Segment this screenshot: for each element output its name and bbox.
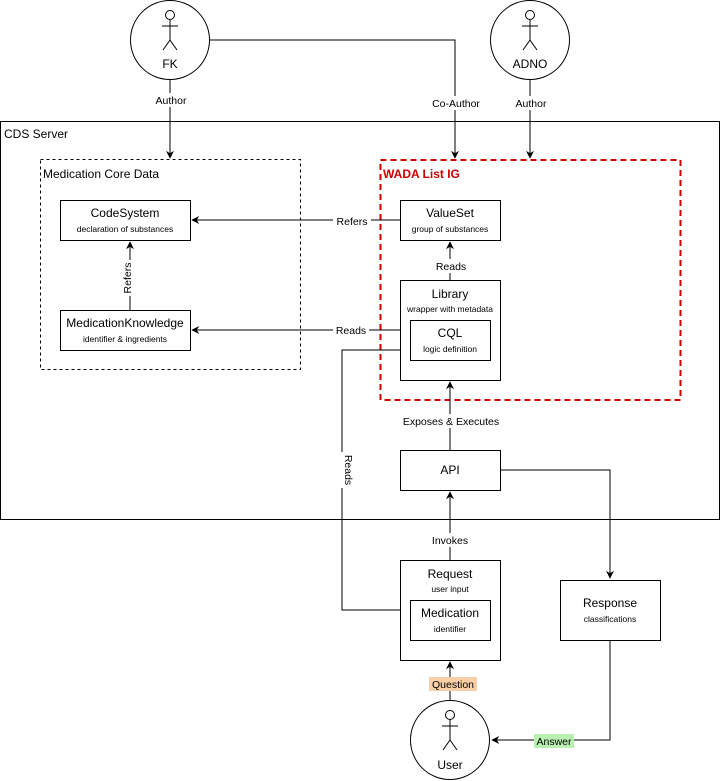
node-medicationknowledge: MedicationKnowledge identifier & ingredi…: [60, 310, 191, 351]
codesystem-title: CodeSystem: [91, 206, 160, 220]
response-subtitle: classifications: [584, 614, 636, 624]
cql-subtitle: logic definition: [423, 344, 477, 354]
wada-list-ig-container: WADA List IG: [379, 159, 682, 401]
person-icon: [522, 10, 538, 51]
edge-label-refers-medknowledge: Refers: [119, 260, 135, 296]
svg-text:Refers: Refers: [337, 216, 368, 228]
edge-label-co-author: Co-Author: [428, 96, 484, 110]
node-valueset: ValueSet group of substances: [400, 200, 501, 241]
edge-co-author: [210, 39, 459, 159]
node-api: API: [400, 450, 501, 491]
library-subtitle: wrapper with metadata: [406, 304, 493, 314]
cql-title: CQL: [438, 326, 463, 340]
svg-text:Refers: Refers: [122, 263, 134, 294]
response-title: Response: [583, 596, 637, 610]
svg-text:Reads: Reads: [336, 325, 366, 337]
cds-server-label: CDS Server: [4, 127, 68, 141]
svg-text:Author: Author: [156, 95, 187, 107]
svg-text:Co-Author: Co-Author: [432, 98, 480, 110]
wada-list-ig-label: WADA List IG: [383, 167, 460, 181]
request-title: Request: [428, 567, 473, 581]
svg-text:Reads: Reads: [436, 261, 466, 273]
actor-user: User: [410, 700, 490, 780]
edge-label-reads-medication: Reads: [334, 452, 354, 488]
edge-label-exposes: Exposes & Executes: [398, 414, 504, 428]
cds-server-container: CDS Server: [0, 121, 720, 520]
api-title: API: [440, 463, 459, 477]
medication-core-data-label: Medication Core Data: [43, 167, 159, 181]
medicationknowledge-title: MedicationKnowledge: [66, 316, 184, 330]
codesystem-subtitle: declaration of substances: [77, 224, 173, 234]
actor-adno: ADNO: [490, 0, 570, 80]
actor-fk: FK: [130, 0, 210, 80]
person-icon: [442, 710, 458, 751]
actor-fk-label: FK: [162, 57, 177, 71]
edge-label-author-fk: Author: [150, 93, 192, 107]
actor-adno-label: ADNO: [513, 57, 548, 71]
medicationknowledge-subtitle: identifier & ingredients: [83, 334, 167, 344]
svg-text:Reads: Reads: [342, 455, 354, 485]
library-title: Library: [432, 287, 469, 301]
node-cql: CQL logic definition: [410, 320, 491, 361]
person-icon: [162, 10, 178, 51]
medication-title: Medication: [421, 606, 479, 620]
medication-subtitle: identifier: [434, 624, 466, 634]
medication-core-data-container: Medication Core Data: [40, 159, 301, 370]
edge-label-refers-valueset: Refers: [333, 214, 371, 228]
node-response: Response classifications: [560, 580, 661, 641]
edge-label-reads-library: Reads: [433, 259, 469, 273]
node-codesystem: CodeSystem declaration of substances: [60, 200, 191, 241]
edge-api-response: [500, 469, 614, 579]
edge-label-invokes: Invokes: [428, 533, 472, 547]
valueset-title: ValueSet: [426, 206, 474, 220]
edge-label-question: Question: [429, 677, 477, 691]
valueset-subtitle: group of substances: [412, 224, 489, 234]
svg-text:Question: Question: [432, 679, 474, 691]
svg-text:Author: Author: [516, 98, 547, 110]
edge-label-answer: Answer: [534, 734, 574, 748]
actor-user-label: User: [437, 758, 462, 772]
svg-text:Answer: Answer: [536, 736, 572, 748]
request-subtitle: user input: [431, 584, 469, 594]
edge-answer: [491, 640, 611, 744]
edge-label-author-adno: Author: [510, 96, 552, 110]
svg-text:Exposes & Executes: Exposes & Executes: [403, 416, 499, 428]
svg-text:Invokes: Invokes: [432, 535, 468, 547]
edge-label-reads-cql: Reads: [333, 323, 369, 337]
node-medication: Medication identifier: [410, 600, 491, 641]
